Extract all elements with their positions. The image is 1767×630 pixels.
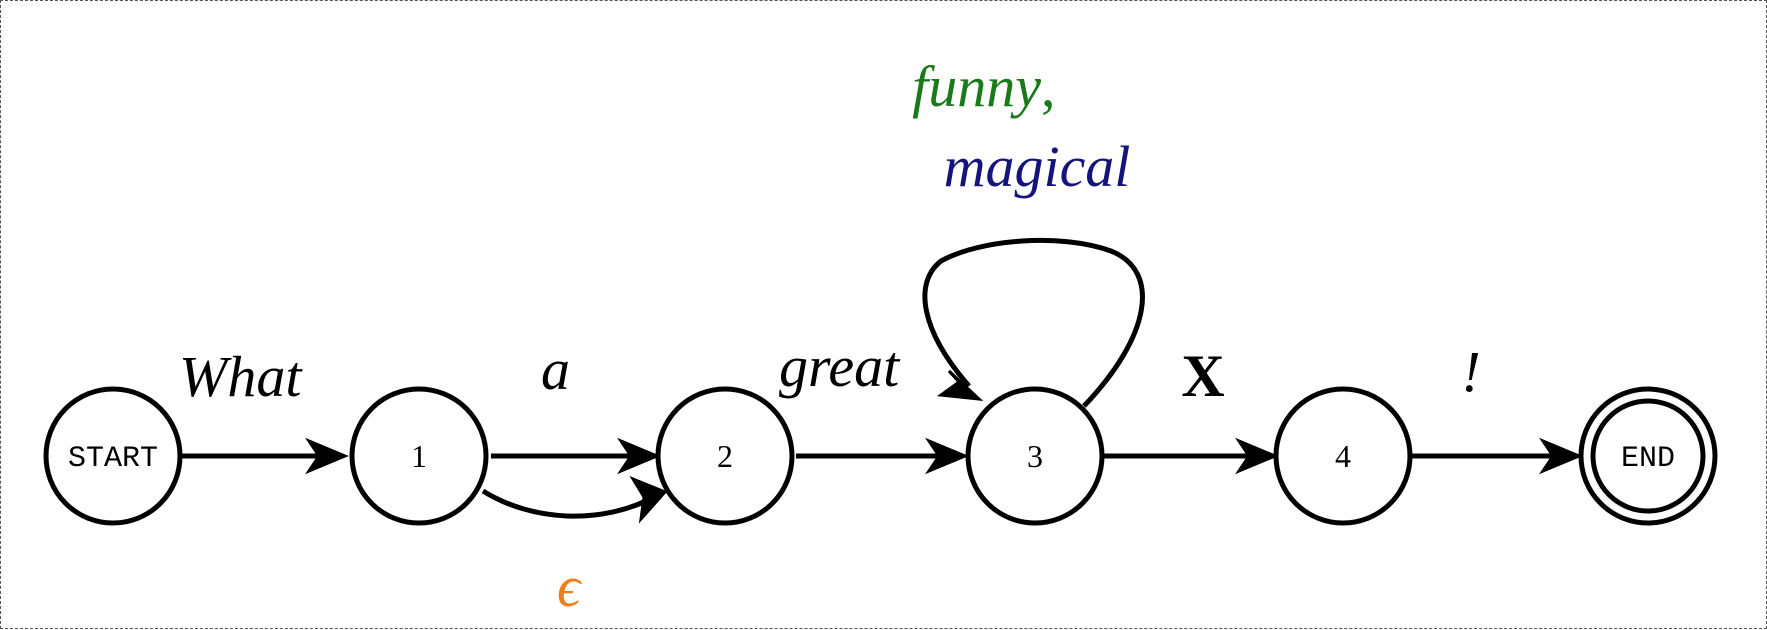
arrowhead-1-to-2 — [617, 437, 661, 475]
nodes: START 1 2 3 4 END — [43, 386, 1718, 526]
arrowhead-2-to-3 — [925, 437, 969, 475]
node-4: 4 — [1273, 386, 1413, 526]
arrowhead-3-self-loop — [936, 369, 984, 401]
label-4-to-end: ! — [1461, 339, 1480, 404]
label-1-to-2-epsilon: ϵ — [557, 554, 583, 619]
label-3-to-4: X — [1181, 343, 1224, 409]
node-2-label: 2 — [717, 438, 733, 474]
node-end-label: END — [1621, 442, 1675, 476]
label-2-to-3: great — [779, 334, 901, 399]
arrowhead-4-to-end — [1539, 437, 1583, 475]
edge-1-to-2-epsilon — [481, 488, 658, 519]
node-4-label: 4 — [1335, 438, 1351, 474]
node-start-label: START — [68, 442, 158, 476]
node-2: 2 — [655, 386, 795, 526]
node-1: 1 — [349, 386, 489, 526]
node-start: START — [43, 386, 183, 526]
node-1-label: 1 — [411, 438, 427, 474]
label-loop-funny: funny — [912, 54, 1041, 119]
label-loop-magical: magical — [944, 134, 1131, 199]
label-1-to-2: a — [541, 337, 570, 402]
arrowhead-1-to-2-epsilon — [629, 475, 668, 524]
node-3-label: 3 — [1027, 438, 1043, 474]
edges — [163, 237, 1583, 524]
edge-labels: What a ϵ great funny , magical X ! — [179, 54, 1481, 619]
edge-3-self-loop — [922, 237, 1145, 408]
label-start-to-1: What — [179, 344, 303, 409]
arrowhead-3-to-4 — [1235, 437, 1279, 475]
node-3: 3 — [965, 386, 1105, 526]
arrowhead-start-to-1 — [305, 437, 349, 475]
label-loop-comma: , — [1041, 54, 1056, 119]
node-end: END — [1578, 386, 1718, 526]
